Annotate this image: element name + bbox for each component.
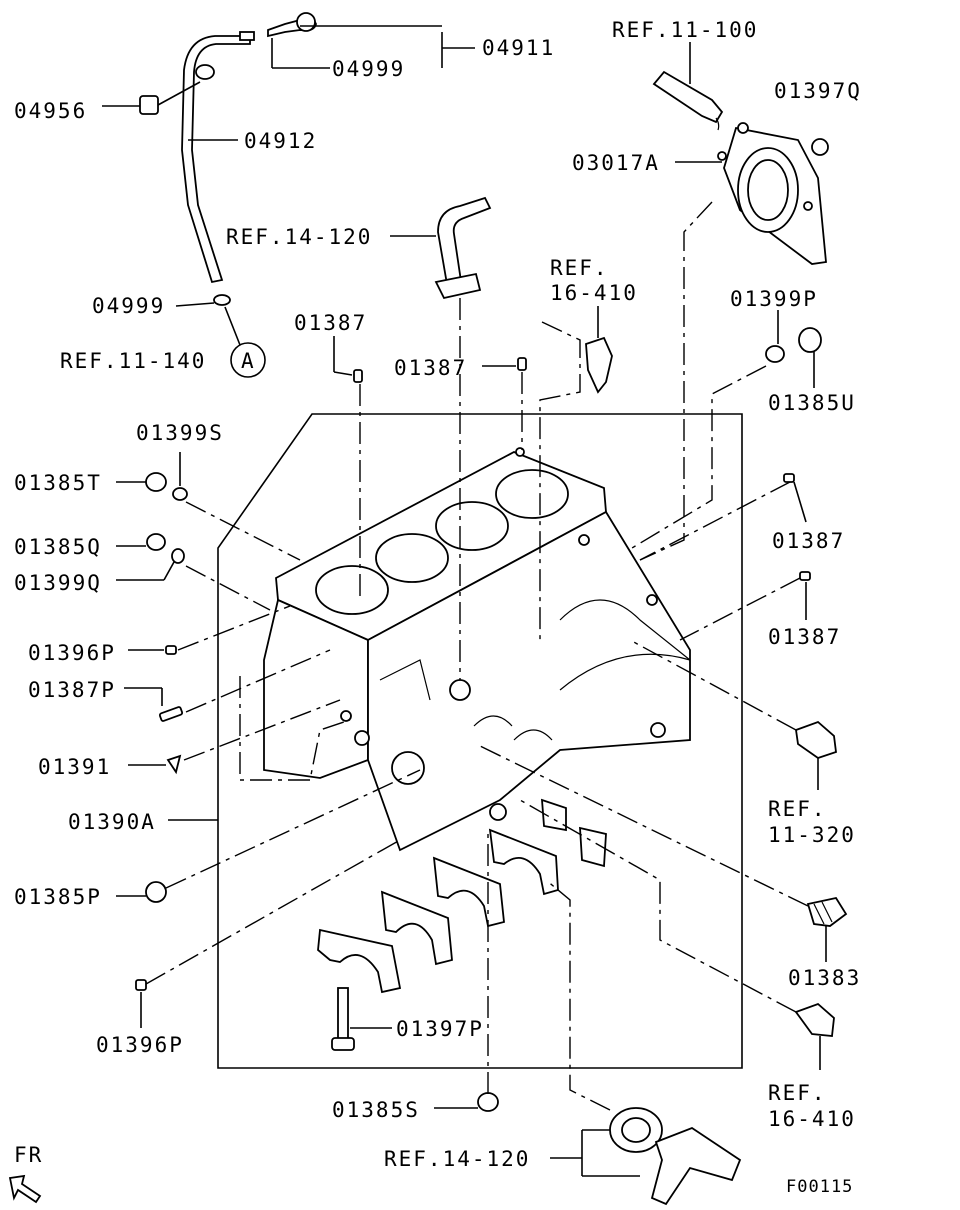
- plug-01396p-a: [165, 645, 177, 655]
- label-01399p: 01399P: [730, 287, 818, 311]
- gasket-01399p: [765, 345, 785, 363]
- sensor-top: [585, 336, 613, 394]
- label-01397q: 01397Q: [774, 79, 862, 103]
- label-04956: 04956: [14, 99, 87, 123]
- plug-01383: [806, 896, 848, 927]
- pin-01391: [166, 754, 182, 775]
- assembly-dash-lines: [145, 201, 809, 1111]
- sealant-tube: [652, 70, 724, 131]
- label-ref-16-410-top-2: 16-410: [550, 281, 638, 305]
- label-01387-c: 01387: [772, 529, 845, 553]
- fr-arrow-icon: [8, 1174, 42, 1204]
- pin-01387p: [158, 706, 184, 722]
- breather-hose-group: [139, 12, 317, 306]
- knock-sensor: [795, 720, 837, 759]
- oil-pipe-top: [434, 196, 492, 300]
- plug-01385u: [798, 327, 822, 353]
- label-fr: FR: [14, 1143, 43, 1167]
- label-01397p: 01397P: [396, 1017, 484, 1041]
- label-01383: 01383: [788, 966, 861, 990]
- label-ref-16-410-top-1: REF.: [550, 256, 609, 280]
- label-01385u: 01385U: [768, 391, 856, 415]
- oil-pickup-bottom: [609, 1107, 742, 1206]
- plug-01385p: [145, 881, 167, 903]
- plug-01396p-b: [135, 979, 147, 991]
- gasket-01399s: [172, 487, 188, 501]
- bolt-01397p: [331, 987, 355, 1051]
- label-01385t: 01385T: [14, 471, 102, 495]
- circle-a-label: A: [241, 349, 256, 373]
- label-01391: 01391: [38, 755, 111, 779]
- label-ref-16-410-bot-1: REF.: [768, 1081, 827, 1105]
- label-04999-top: 04999: [332, 57, 405, 81]
- label-01399s: 01399S: [136, 421, 224, 445]
- label-01387-b: 01387: [394, 356, 467, 380]
- circle-a-marker: [230, 342, 266, 378]
- label-ref-11-320-1: REF.: [768, 797, 827, 821]
- dowel-01387-a: [353, 369, 363, 383]
- label-ref-11-140: REF.11-140: [60, 349, 206, 373]
- dowel-01387-c: [783, 473, 795, 483]
- dowel-01387-d: [799, 571, 811, 581]
- label-ref-14-120-bot: REF.14-120: [384, 1147, 530, 1171]
- label-ref-11-100: REF.11-100: [612, 18, 758, 42]
- label-01396p-b: 01396P: [96, 1033, 184, 1057]
- plug-01385t: [145, 472, 167, 492]
- label-01396p-a: 01396P: [28, 641, 116, 665]
- label-01385s: 01385S: [332, 1098, 420, 1122]
- rear-oil-seal-case: [717, 122, 829, 265]
- sensor-bottom: [794, 1002, 835, 1037]
- label-01399q: 01399Q: [14, 571, 102, 595]
- plug-01385q: [146, 533, 166, 551]
- label-ref-16-410-bot-2: 16-410: [768, 1107, 856, 1131]
- label-01387-d: 01387: [768, 625, 841, 649]
- label-ref-11-320-2: 11-320: [768, 823, 856, 847]
- label-01385p: 01385P: [14, 885, 102, 909]
- label-04911: 04911: [482, 36, 555, 60]
- label-ref-14-120-top: REF.14-120: [226, 225, 372, 249]
- bearing-caps: [317, 798, 607, 994]
- label-04912: 04912: [244, 129, 317, 153]
- label-01387-a: 01387: [294, 311, 367, 335]
- plug-01385s: [477, 1092, 499, 1112]
- label-01390a: 01390A: [68, 810, 156, 834]
- label-04999-mid: 04999: [92, 294, 165, 318]
- dowel-01387-b: [517, 357, 527, 371]
- gasket-01399q: [171, 548, 185, 564]
- figure-code: F00115: [786, 1177, 853, 1197]
- cylinder-block: [263, 447, 691, 852]
- label-03017a: 03017A: [572, 151, 660, 175]
- label-01387p: 01387P: [28, 678, 116, 702]
- label-01385q: 01385Q: [14, 535, 102, 559]
